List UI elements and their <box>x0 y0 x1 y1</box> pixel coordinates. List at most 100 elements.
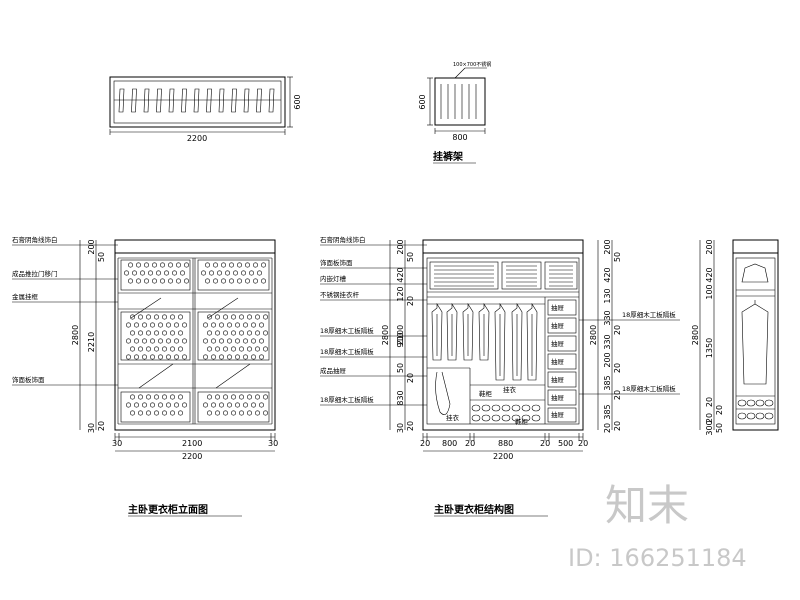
drawer-front <box>547 299 577 316</box>
dim-label: 910 <box>396 332 405 347</box>
decor-circle <box>209 270 215 276</box>
decor-circle <box>245 278 251 284</box>
shoe <box>511 414 521 422</box>
decor-circle <box>207 330 213 336</box>
drawer-label: 抽屉 <box>551 357 565 366</box>
decor-circle <box>178 330 184 336</box>
dim-label: 2200 <box>182 452 202 461</box>
dim-label: 330 <box>603 334 612 349</box>
rack-outline <box>434 77 486 126</box>
decor-circle <box>256 270 262 276</box>
drawer-front <box>547 353 577 370</box>
shoe <box>755 399 765 407</box>
decor-circle <box>255 314 261 320</box>
decor-circle <box>239 314 245 320</box>
decor-circle <box>182 338 188 344</box>
decor-circle <box>158 354 164 360</box>
dim-label: 2210 <box>87 332 96 352</box>
structure-callout-label: 18厚细木工板隔板 <box>320 326 374 335</box>
decor-circle <box>180 270 186 276</box>
decor-circle <box>134 354 140 360</box>
decor-circle <box>174 322 180 328</box>
decor-circle <box>251 402 257 408</box>
decor-circle <box>142 402 148 408</box>
wardrobe-plan-inner-outline <box>113 80 282 124</box>
decor-circle <box>174 402 180 408</box>
inner-label: 挂衣 <box>446 413 460 422</box>
decor-circle <box>150 402 156 408</box>
decor-circle <box>258 338 264 344</box>
plan-hanger-mark <box>181 88 187 113</box>
decor-circle <box>124 270 130 276</box>
decor-circle <box>260 262 266 268</box>
decor-circle <box>207 314 213 320</box>
door-panel-decor <box>120 311 191 361</box>
dim-label: 20 <box>613 390 622 400</box>
hanging-dress <box>435 371 451 415</box>
decor-circle <box>128 262 134 268</box>
door-panels <box>118 259 272 423</box>
decor-circle <box>219 402 225 408</box>
glass-reflection <box>130 297 162 319</box>
decor-circle <box>158 402 164 408</box>
decor-circle <box>126 354 132 360</box>
decor-circle <box>258 354 264 360</box>
decor-circle <box>205 278 211 284</box>
decor-circle <box>227 338 233 344</box>
decor-circle <box>160 262 166 268</box>
section-shoes <box>737 399 774 420</box>
shoe <box>746 399 756 407</box>
shoe <box>755 412 765 420</box>
decor-circle <box>166 322 172 328</box>
decor-circle <box>207 346 213 352</box>
decor-circle <box>253 278 259 284</box>
plan-hanger-mark <box>256 88 262 113</box>
plan-hanger-mark <box>131 88 137 113</box>
hanging-clothes <box>431 302 538 415</box>
decor-circle <box>237 278 243 284</box>
drawer-label: 抽屉 <box>551 303 565 312</box>
wardrobe-plan-width-dim: 2200 <box>187 134 207 143</box>
dim-label: 50 <box>613 252 622 262</box>
dim-label: 20 <box>613 421 622 431</box>
hanging-garment <box>431 302 443 361</box>
decor-circle <box>203 354 209 360</box>
elevation-callout-label: 金属挂框 <box>12 292 39 301</box>
decor-circle <box>207 410 213 416</box>
decor-circle <box>223 346 229 352</box>
rack-top-note: 100×700不锈钢 <box>453 61 491 68</box>
section-inner-outline <box>735 257 776 425</box>
decor-circle <box>231 346 237 352</box>
decor-circle <box>154 394 160 400</box>
drawer-label: 抽屉 <box>551 339 565 348</box>
decor-circle <box>262 410 268 416</box>
dim-label: 200 <box>87 239 96 254</box>
drawer-label: 抽屉 <box>551 393 565 402</box>
rack-depth-dim: 600 <box>418 94 427 109</box>
decor-circle <box>231 330 237 336</box>
decor-circle <box>134 402 140 408</box>
decor-circle <box>227 402 233 408</box>
decor-circle <box>178 410 184 416</box>
decor-circle <box>178 346 184 352</box>
decor-circle <box>213 262 219 268</box>
dim-label: 420 <box>396 267 405 282</box>
decor-circle <box>154 314 160 320</box>
decor-circle <box>138 314 144 320</box>
decor-circle <box>176 262 182 268</box>
decor-circle <box>166 354 172 360</box>
dim-label: 30 <box>87 423 96 433</box>
decor-circle <box>229 262 235 268</box>
elevation-callout-label: 成品推拉门移门 <box>12 269 58 278</box>
decor-circle <box>221 262 227 268</box>
wardrobe-plan-depth-dim: 600 <box>293 94 302 109</box>
decor-circle <box>255 394 261 400</box>
plan-hanger-mark <box>268 88 275 113</box>
decor-circle <box>215 394 221 400</box>
shoe <box>491 404 501 412</box>
drawer-label: 抽屉 <box>551 321 565 330</box>
